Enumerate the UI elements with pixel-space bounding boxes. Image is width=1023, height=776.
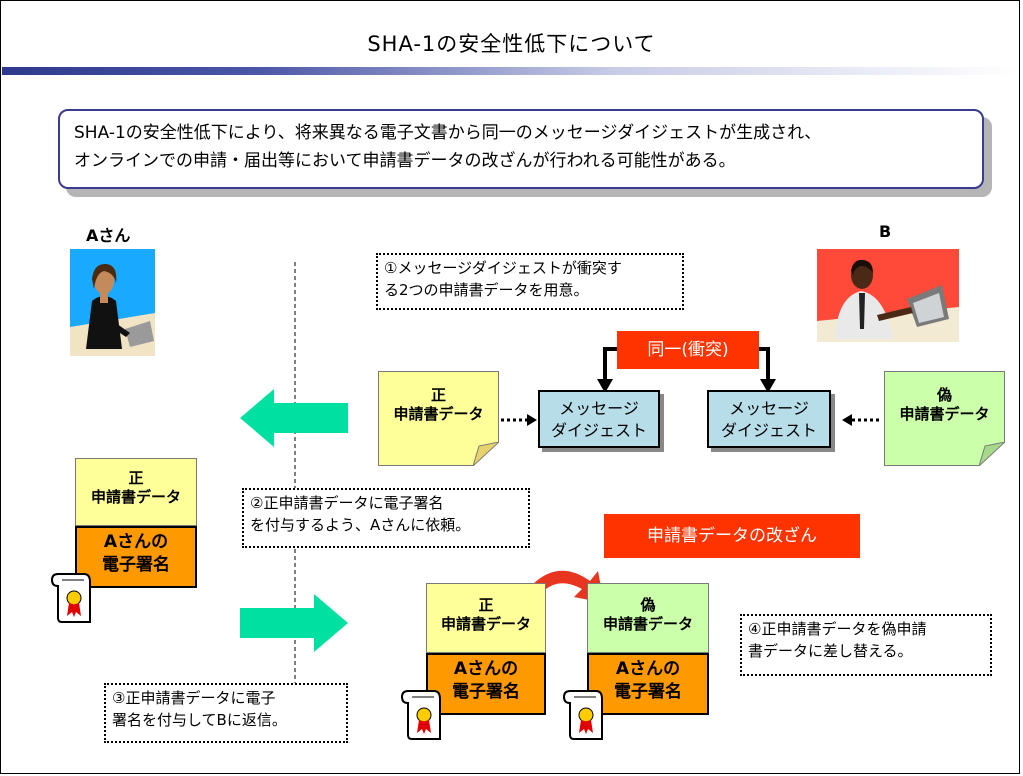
digest-genuine-line1: メッセージ	[559, 399, 639, 418]
arrow-right-teal	[240, 594, 348, 652]
certificate-ribbon-icon	[50, 573, 91, 623]
note-step4: ④正申請書データを偽申請 書データに差し替える。	[740, 614, 992, 676]
genuine-doc-left-label: 申請書データ	[90, 488, 181, 506]
note-step1-line1: ①メッセージダイジェストが衝突す	[384, 259, 622, 277]
fake-doc-top-mark: 偽	[936, 386, 952, 404]
fake-doc-bottom-mark: 偽	[640, 596, 656, 614]
genuine-doc-bottom-mark: 正	[478, 596, 494, 614]
note-step4-line1: ④正申請書データを偽申請	[748, 620, 927, 638]
note-step4-line2: 書データに差し替える。	[748, 642, 913, 660]
signature-left-line2: 電子署名	[102, 555, 170, 575]
note-step1: ①メッセージダイジェストが衝突す る2つの申請書データを用意。	[376, 253, 684, 310]
genuine-doc-bottom-label: 申請書データ	[440, 615, 531, 633]
signature-fake-bottom-line1: Aさんの	[615, 659, 681, 679]
summary-line-2: オンラインでの申請・届出等において申請書データの改ざんが行われる可能性がある。	[74, 151, 736, 171]
separator-line	[294, 262, 296, 732]
note-step3-line2: 署名を付与してBに返信。	[112, 711, 287, 729]
digest-fake-line2: ダイジェスト	[720, 421, 817, 440]
dotted-arrow-genuine	[501, 414, 537, 426]
genuine-doc-top-label: 申請書データ	[393, 405, 484, 423]
page-fold-icon	[979, 442, 1005, 466]
genuine-doc-left: 正 申請書データ	[75, 458, 197, 526]
certificate-ribbon-icon	[562, 690, 603, 740]
slide-title: SHA-1の安全性低下について	[367, 32, 656, 56]
fake-doc-bottom: 偽 申請書データ	[587, 583, 709, 653]
genuine-doc-left-mark: 正	[128, 469, 144, 487]
summary-box: SHA-1の安全性低下により、将来異なる電子文書から同一のメッセージダイジェスト…	[58, 109, 984, 189]
digest-genuine-line2: ダイジェスト	[550, 421, 647, 440]
signature-genuine-bottom-line1: Aさんの	[453, 659, 519, 679]
genuine-doc-bottom: 正 申請書データ	[426, 583, 546, 653]
person-a-photo	[70, 249, 155, 356]
collision-label: 同一(衝突)	[617, 331, 759, 369]
dotted-arrow-fake	[842, 414, 882, 426]
signature-genuine-bottom-line2: 電子署名	[452, 682, 520, 702]
note-step2-line2: を付与するよう、Aさんに依頼。	[250, 516, 471, 534]
summary-line-1: SHA-1の安全性低下により、将来異なる電子文書から同一のメッセージダイジェスト…	[74, 123, 822, 143]
person-b-label: B	[879, 222, 892, 241]
genuine-doc-top: 正 申請書データ	[378, 371, 499, 466]
signature-fake-bottom-line2: 電子署名	[614, 682, 682, 702]
signature-left-line1: Aさんの	[103, 532, 169, 552]
note-step3: ③正申請書データに電子 署名を付与してBに返信。	[104, 683, 348, 743]
note-step2: ②正申請書データに電子署名 を付与するよう、Aさんに依頼。	[242, 488, 530, 548]
note-step2-line1: ②正申請書データに電子署名	[250, 494, 444, 512]
genuine-doc-top-mark: 正	[430, 386, 446, 404]
certificate-ribbon-icon	[400, 690, 441, 740]
signature-fake-bottom: Aさんの 電子署名	[587, 653, 709, 715]
tamper-label: 申請書データの改ざん	[604, 514, 860, 558]
signature-genuine-bottom: Aさんの 電子署名	[426, 653, 546, 715]
fake-doc-bottom-label: 申請書データ	[602, 615, 693, 633]
note-step3-line1: ③正申請書データに電子	[112, 689, 276, 707]
signature-left: Aさんの 電子署名	[75, 526, 197, 588]
page-fold-icon	[473, 442, 499, 466]
digest-box-genuine: メッセージ ダイジェスト	[538, 390, 660, 448]
person-b-photo	[817, 249, 959, 342]
digest-fake-line1: メッセージ	[729, 399, 809, 418]
arrow-left-teal	[240, 389, 348, 447]
swap-arrow	[514, 570, 604, 609]
fake-doc-top: 偽 申請書データ	[884, 371, 1005, 466]
digest-box-fake: メッセージ ダイジェスト	[707, 390, 831, 448]
fake-doc-top-label: 申請書データ	[899, 405, 990, 423]
person-a-label: Aさん	[86, 226, 131, 245]
note-step1-line2: る2つの申請書データを用意。	[384, 281, 589, 299]
title-underline	[2, 67, 1019, 75]
